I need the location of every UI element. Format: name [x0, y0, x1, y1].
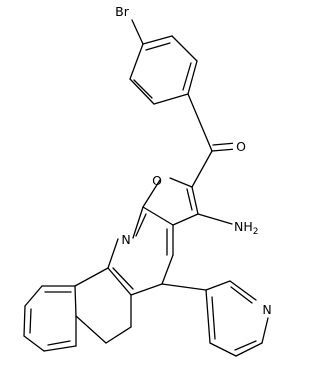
furan-oxygen-label: O [152, 173, 162, 188]
pyridyl-nitrogen-label: N [262, 302, 271, 317]
amino-label: NH2 [234, 219, 258, 237]
molecule-drawing: Br O O NH2 N N [23, 4, 272, 357]
pyridine-nitrogen-label: N [121, 232, 130, 247]
pyridyl-linker-bond [161, 283, 207, 291]
fused-pyridine-ring [107, 206, 174, 296]
structure-canvas: Br O O NH2 N N [23, 4, 272, 357]
amino-label-subscript: 2 [253, 227, 259, 237]
carbonyl-group [187, 93, 237, 152]
dihydro-bridge [105, 294, 132, 344]
carbonyl-oxygen-label: O [236, 139, 246, 154]
bromophenyl-ring [129, 35, 198, 105]
bromine-label: Br [115, 4, 130, 19]
amino-label-main: NH [234, 219, 253, 234]
ketone-to-furan-bond [191, 150, 213, 188]
furan-ring [142, 177, 199, 226]
benzo-ring [23, 267, 109, 352]
c-br-bond [131, 19, 144, 45]
pyridyl-ring [205, 280, 269, 357]
c-nh2-bond [197, 213, 233, 225]
